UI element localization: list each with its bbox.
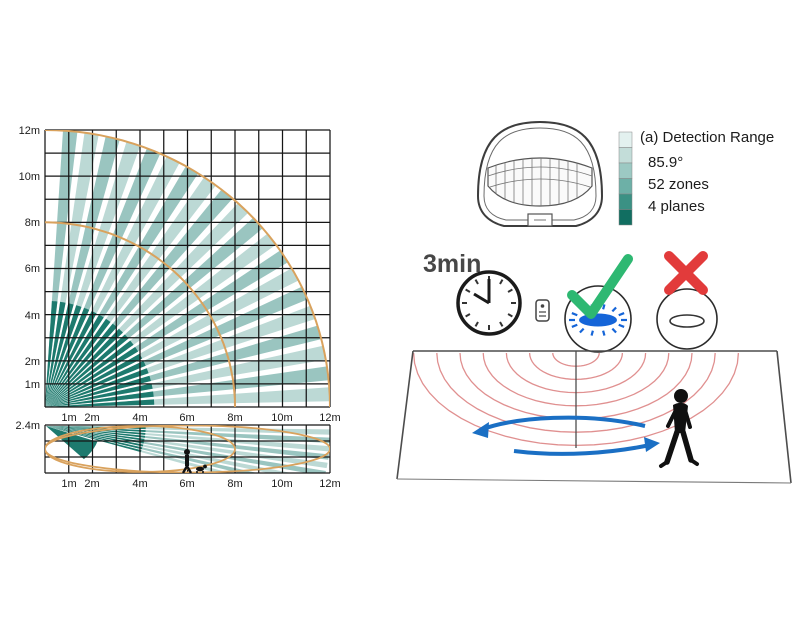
side-view-detection-chart: 2.4m 1m 2m 4m 6m 8m 10m 12m (16, 420, 341, 490)
x-icon (664, 251, 708, 295)
zone-color-scale (618, 131, 633, 226)
x-tick: 8m (227, 478, 242, 490)
correct-detection-indicator (564, 254, 633, 353)
remote-icon (535, 299, 550, 322)
check-icon (567, 254, 633, 319)
detection-range-title: (a) Detection Range (640, 129, 774, 146)
movement-arrow-left (472, 415, 646, 438)
room-coverage-illustration (396, 350, 792, 484)
side-range-ellipses (45, 425, 330, 473)
top-chart-grid (44, 129, 331, 408)
range-arcs (45, 130, 330, 407)
top-chart-x-axis: 1m 2m 4m 6m 8m 10m 12m (61, 412, 340, 424)
clock-ticks (462, 276, 516, 330)
top-view-detection-chart: 12m 10m 8m 6m 4m 2m 1m 1m 2m 4m 6m 8m 10… (19, 125, 341, 424)
x-tick: 12m (319, 412, 340, 424)
top-chart-y-axis: 12m 10m 8m 6m 4m 2m 1m (19, 125, 40, 391)
detection-zones: 52 zones (648, 176, 709, 193)
clock-icon (456, 270, 522, 336)
x-tick: 10m (271, 412, 292, 424)
x-tick: 2m (84, 478, 99, 490)
room-outline (396, 350, 792, 484)
x-tick: 6m (179, 412, 194, 424)
y-tick: 1m (25, 379, 40, 391)
walking-person-figure (659, 389, 699, 468)
x-tick: 2m (84, 412, 99, 424)
x-tick: 6m (179, 478, 194, 490)
y-tick: 8m (25, 217, 40, 229)
x-tick: 4m (132, 478, 147, 490)
x-tick: 1m (61, 412, 76, 424)
wrong-detection-indicator (656, 251, 718, 350)
pir-sensor-dome-icon (476, 120, 604, 227)
detection-angle: 85.9° (648, 154, 683, 171)
x-tick: 12m (319, 478, 340, 490)
timer-label: 3min (423, 250, 481, 278)
movement-arrow-right (513, 437, 660, 456)
x-tick: 1m (61, 478, 76, 490)
y-tick: 12m (19, 125, 40, 137)
person-with-dog-figure (181, 449, 207, 474)
x-tick: 8m (227, 412, 242, 424)
y-tick: 6m (25, 263, 40, 275)
y-tick: 2m (25, 356, 40, 368)
sensor-spec-text: (a) Detection Range 85.9° 52 zones 4 pla… (640, 129, 774, 215)
y-tick: 4m (25, 310, 40, 322)
height-label: 2.4m (16, 420, 40, 432)
x-tick: 10m (271, 478, 292, 490)
y-tick: 10m (19, 171, 40, 183)
side-chart-x-axis: 1m 2m 4m 6m 8m 10m 12m (61, 478, 340, 490)
detection-planes: 4 planes (648, 198, 705, 215)
x-tick: 4m (132, 412, 147, 424)
